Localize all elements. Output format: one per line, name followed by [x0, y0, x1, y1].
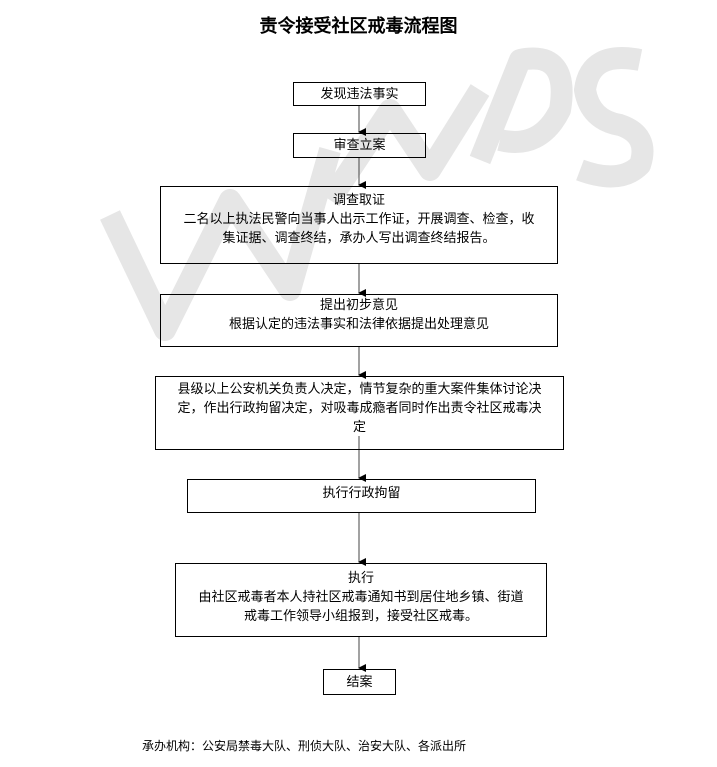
step-text: 戒毒工作领导小组报到，接受社区戒毒。: [243, 609, 478, 624]
step-investigate: 调查取证 二名以上执法民警向当事人出示工作证，开展调查、检查，收 集证据、调查终…: [160, 186, 558, 264]
step-discover-violation: 发现违法事实: [293, 82, 426, 106]
step-heading: 提出初步意见: [319, 298, 398, 313]
step-text: 根据认定的违法事实和法律依据提出处理意见: [228, 317, 489, 332]
step-administrative-detention: 执行行政拘留: [187, 479, 536, 513]
step-heading: 执行: [347, 571, 374, 586]
step-text: 县级以上公安机关负责人决定，情节复杂的重大案件集体讨论决: [177, 382, 542, 397]
step-close-case: 结案: [323, 669, 396, 695]
step-review-file-case: 审查立案: [293, 133, 426, 158]
step-text: 审查立案: [333, 138, 386, 153]
step-text: 定，作出行政拘留决定，对吸毒成瘾者同时作出责令社区戒毒决: [177, 401, 542, 416]
step-preliminary-opinion: 提出初步意见 根据认定的违法事实和法律依据提出处理意见: [160, 294, 558, 347]
step-decision: 县级以上公安机关负责人决定，情节复杂的重大案件集体讨论决 定，作出行政拘留决定，…: [155, 376, 564, 450]
step-execute: 执行 由社区戒毒者本人持社区戒毒通知书到居住地乡镇、街道 戒毒工作领导小组报到，…: [175, 563, 547, 637]
step-text: 执行行政拘留: [322, 486, 401, 501]
step-heading: 调查取证: [332, 193, 385, 208]
step-text: 由社区戒毒者本人持社区戒毒通知书到居住地乡镇、街道: [198, 590, 524, 605]
page-title: 责令接受社区戒毒流程图: [259, 16, 458, 37]
step-text: 定: [352, 420, 366, 435]
step-text: 二名以上执法民警向当事人出示工作证，开展调查、检查，收: [183, 212, 535, 227]
step-text: 集证据、调查终结，承办人写出调查终结报告。: [222, 231, 496, 246]
handling-agencies: 承办机构：公安局禁毒大队、刑侦大队、治安大队、各派出所: [142, 739, 467, 753]
step-text: 结案: [346, 674, 373, 690]
step-text: 发现违法事实: [320, 86, 399, 102]
